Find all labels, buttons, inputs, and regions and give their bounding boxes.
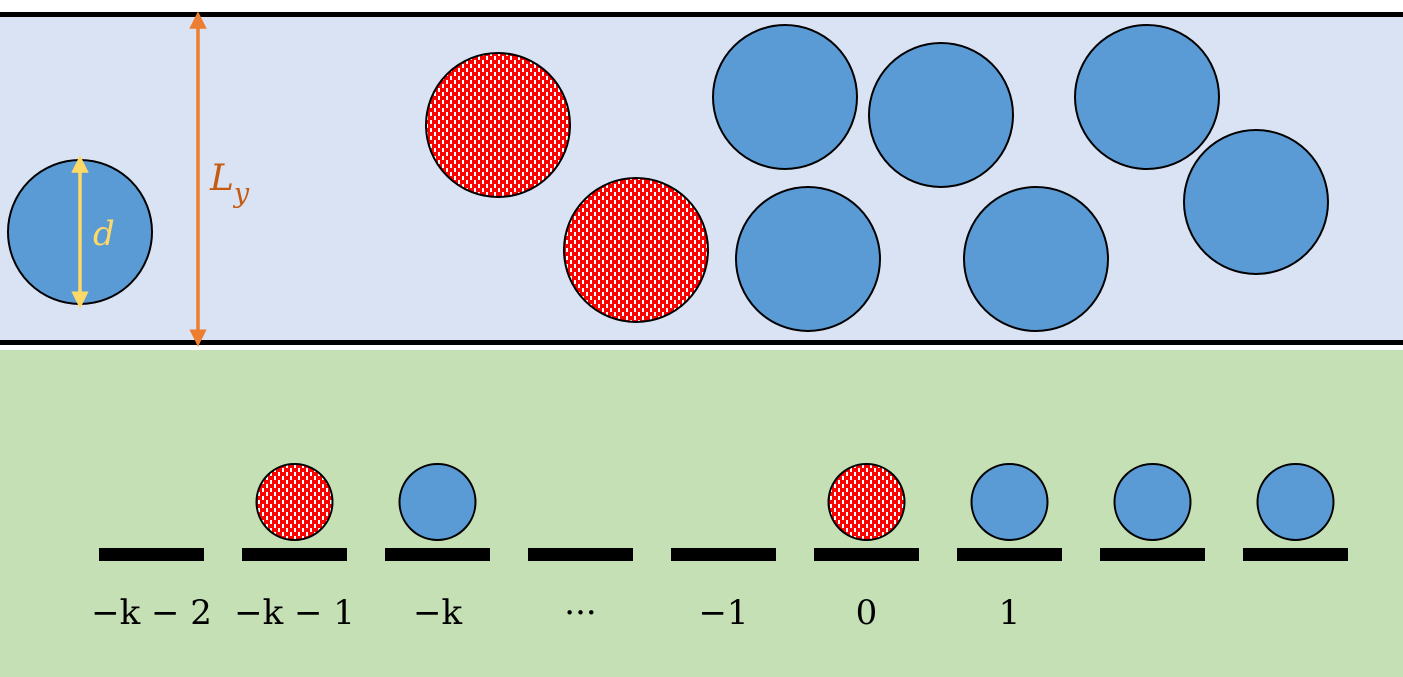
lattice-tagged-particle: [255, 463, 334, 541]
channel-width-label: Ly: [209, 158, 250, 209]
tagged-particle: [563, 177, 709, 323]
lattice-tagged-particle: [827, 463, 906, 541]
lattice-particle: [970, 463, 1049, 541]
lattice-site: [1100, 548, 1205, 561]
diameter-label: d: [93, 214, 115, 254]
channel-bottom-wall: [0, 340, 1403, 345]
lattice-site: [385, 548, 490, 561]
lattice-site: [671, 548, 776, 561]
lattice-site-label: 0: [856, 593, 878, 633]
lattice-site-label: −k − 2: [91, 593, 212, 633]
lattice-site: [1243, 548, 1348, 561]
channel-top-wall: [0, 12, 1403, 17]
lattice-site-label: −k: [413, 593, 462, 633]
channel-particle: [735, 186, 881, 332]
channel-particle: [712, 24, 858, 170]
channel-width-label-subscript: y: [233, 178, 250, 209]
lattice-site: [814, 548, 919, 561]
channel-particle: [963, 186, 1109, 332]
lattice-site: [99, 548, 204, 561]
lattice-particle: [1113, 463, 1192, 541]
lattice-particle: [398, 463, 477, 541]
channel-particle: [1183, 129, 1329, 275]
lattice-sites: −k − 2 −k − 1 −k ··· −1 0 1: [91, 463, 1348, 633]
lattice-site-label: 1: [999, 593, 1021, 633]
lattice-site: [528, 548, 633, 561]
lattice-particle: [1256, 463, 1335, 541]
lattice-site-label: −k − 1: [234, 593, 355, 633]
lattice-site-label: −1: [698, 593, 748, 633]
lattice-site-label: ···: [564, 593, 596, 633]
channel-particle: [868, 42, 1014, 188]
tagged-particle: [425, 52, 571, 198]
lattice-site: [957, 548, 1062, 561]
lattice-site: [242, 548, 347, 561]
channel-particle: [1074, 24, 1220, 170]
